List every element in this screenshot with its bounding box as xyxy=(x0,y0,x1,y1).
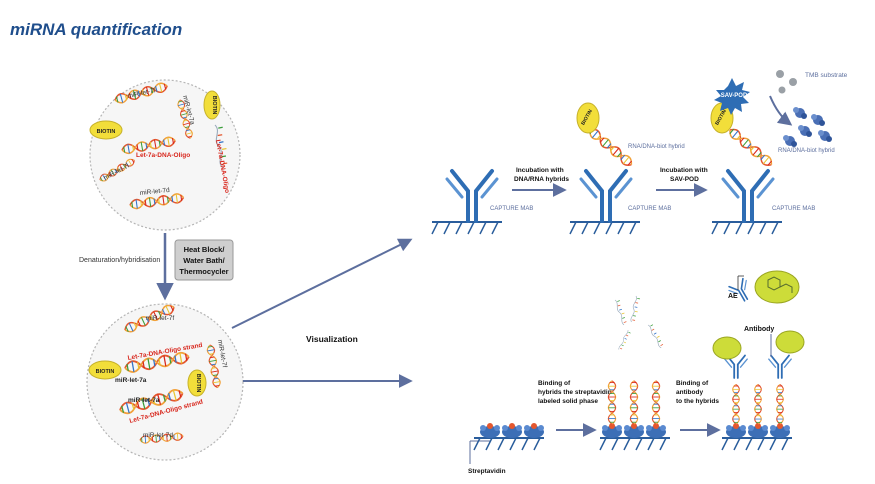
stage-antibody-bound: Antibody AE xyxy=(712,270,805,451)
hybrid-label: RNA/DNA-biot hybrid xyxy=(778,148,835,154)
incubation-text: Incubation with xyxy=(660,167,708,174)
visualization-label: Visualization xyxy=(306,334,358,344)
stage-capture: CAPTURE MAB xyxy=(431,169,533,235)
strand-label: miR-let-7d xyxy=(139,187,170,197)
incubation-text: SAV-POD xyxy=(670,176,699,183)
page-title: miRNA quantification xyxy=(10,20,183,39)
biotin-text: BIOTIN xyxy=(211,96,217,115)
strand-label: miR-let-7d xyxy=(143,432,173,439)
sample-circle-bottom: BIOTIN BIOTIN miR-let-7f miR-let-7f Let-… xyxy=(86,302,244,461)
binding-text: antibody xyxy=(676,389,703,396)
tmb-label: TMB substrate xyxy=(805,72,848,79)
capture-mab-label: CAPTURE MAB xyxy=(628,206,671,212)
ae-label-molecule xyxy=(712,336,742,360)
antibody-label: Antibody xyxy=(744,326,774,333)
ae-label: AE xyxy=(728,293,738,300)
binding-text: Binding of xyxy=(676,380,709,387)
arrow-to-top-row xyxy=(231,238,413,329)
stage-hybrid-bound xyxy=(599,295,671,451)
device-line: Heat Block/ xyxy=(184,245,226,254)
strand-label: miR-let-7a xyxy=(115,377,147,384)
biotin-label-top xyxy=(89,120,123,140)
stage-sav-pod: BIOTIN SAV-POD TMB substrate CAPTURE MAB… xyxy=(710,70,848,235)
biotin-text: BIOTIN xyxy=(96,369,115,375)
incubation-text: Incubation with xyxy=(516,167,564,174)
biotin-text: BIOTIN xyxy=(195,374,201,393)
incubation-text: DNA/RNA hybrids xyxy=(514,176,569,183)
tmb-molecules xyxy=(776,70,797,94)
sav-pod-label: SAV-POD xyxy=(721,93,748,99)
strand-label: miR-let-7f xyxy=(216,339,228,368)
streptavidin-label: Streptavidin xyxy=(468,468,506,475)
biotin-text: BIOTIN xyxy=(97,129,116,135)
strand-label: miR-let-7a xyxy=(128,397,160,404)
binding-text: to the hybrids xyxy=(676,398,719,405)
binding-text: hybrids the streptavidin- xyxy=(538,389,614,396)
ae-legend-molecule xyxy=(754,270,800,304)
capture-mab-label: CAPTURE MAB xyxy=(490,206,533,212)
device-box: Heat Block/ Water Bath/ Thermocycler xyxy=(174,239,234,281)
oligo-label: Let-7a-DNA-Oligo xyxy=(136,152,190,159)
stage-streptavidin: Streptavidin xyxy=(468,423,545,475)
product-molecules xyxy=(783,107,832,147)
capture-mab-label: CAPTURE MAB xyxy=(772,206,815,212)
sample-circle-top: BIOTIN BIOTIN miR-let-7f miR-let-7a Let-… xyxy=(89,79,241,231)
binding-text: Binding of xyxy=(538,380,571,387)
strand-label: miR-let-7f xyxy=(146,315,174,322)
ae-label-molecule xyxy=(775,330,805,354)
sav-pod-enzyme xyxy=(714,78,750,115)
device-line: Water Bath/ xyxy=(183,256,225,265)
device-line: Thermocycler xyxy=(179,267,228,276)
reaction-arrow xyxy=(769,95,793,126)
binding-text: labeled solid phase xyxy=(538,398,598,405)
hybrid-label: RNA/DNA-biot hybrid xyxy=(628,144,685,150)
process-step-label: Denaturation/hybridisation xyxy=(79,257,160,264)
stage-hybrid: BIOTIN CAPTURE MAB RNA/DNA-biot hybrid xyxy=(569,102,685,235)
